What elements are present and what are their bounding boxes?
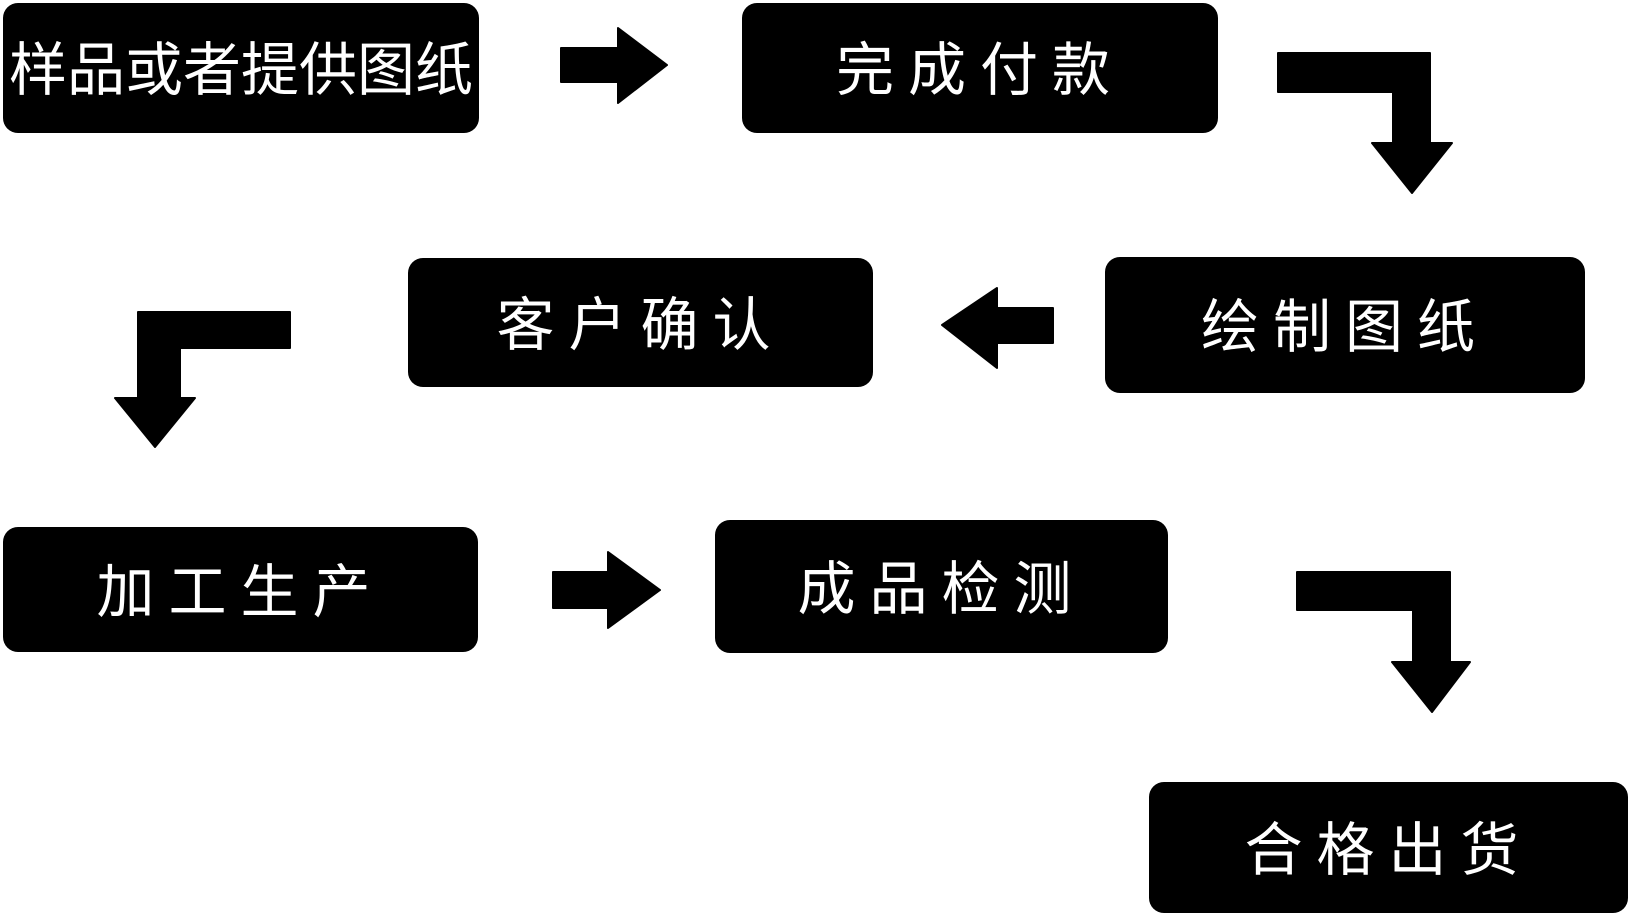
flow-node-label: 客户确认 — [496, 290, 785, 359]
flow-node-label: 加工生产 — [96, 557, 385, 626]
flow-node-label: 绘制图纸 — [1200, 293, 1489, 361]
flow-node-label: 完成付款 — [835, 36, 1124, 104]
arrow-inspect-to-ship — [1296, 571, 1471, 713]
flow-node-label: 样品或者提供图纸 — [8, 36, 473, 104]
flow-node-draw: 绘制图纸 — [1105, 257, 1585, 393]
arrow-draw-to-confirm — [941, 287, 1054, 369]
flow-node-ship: 合格出货 — [1149, 782, 1628, 913]
arrow-payment-to-draw — [1277, 52, 1453, 194]
arrow-produce-to-inspect — [552, 551, 661, 629]
flow-node-inspect: 成品检测 — [715, 520, 1168, 653]
flow-node-label: 成品检测 — [797, 554, 1086, 623]
flow-node-sample: 样品或者提供图纸 — [3, 3, 479, 133]
flow-node-confirm: 客户确认 — [408, 258, 873, 387]
flow-node-payment: 完成付款 — [742, 3, 1218, 133]
flow-node-label: 合格出货 — [1244, 815, 1533, 884]
arrow-sample-to-payment — [560, 27, 668, 104]
arrow-confirm-to-produce — [114, 311, 291, 448]
flow-node-produce: 加工生产 — [3, 527, 478, 652]
